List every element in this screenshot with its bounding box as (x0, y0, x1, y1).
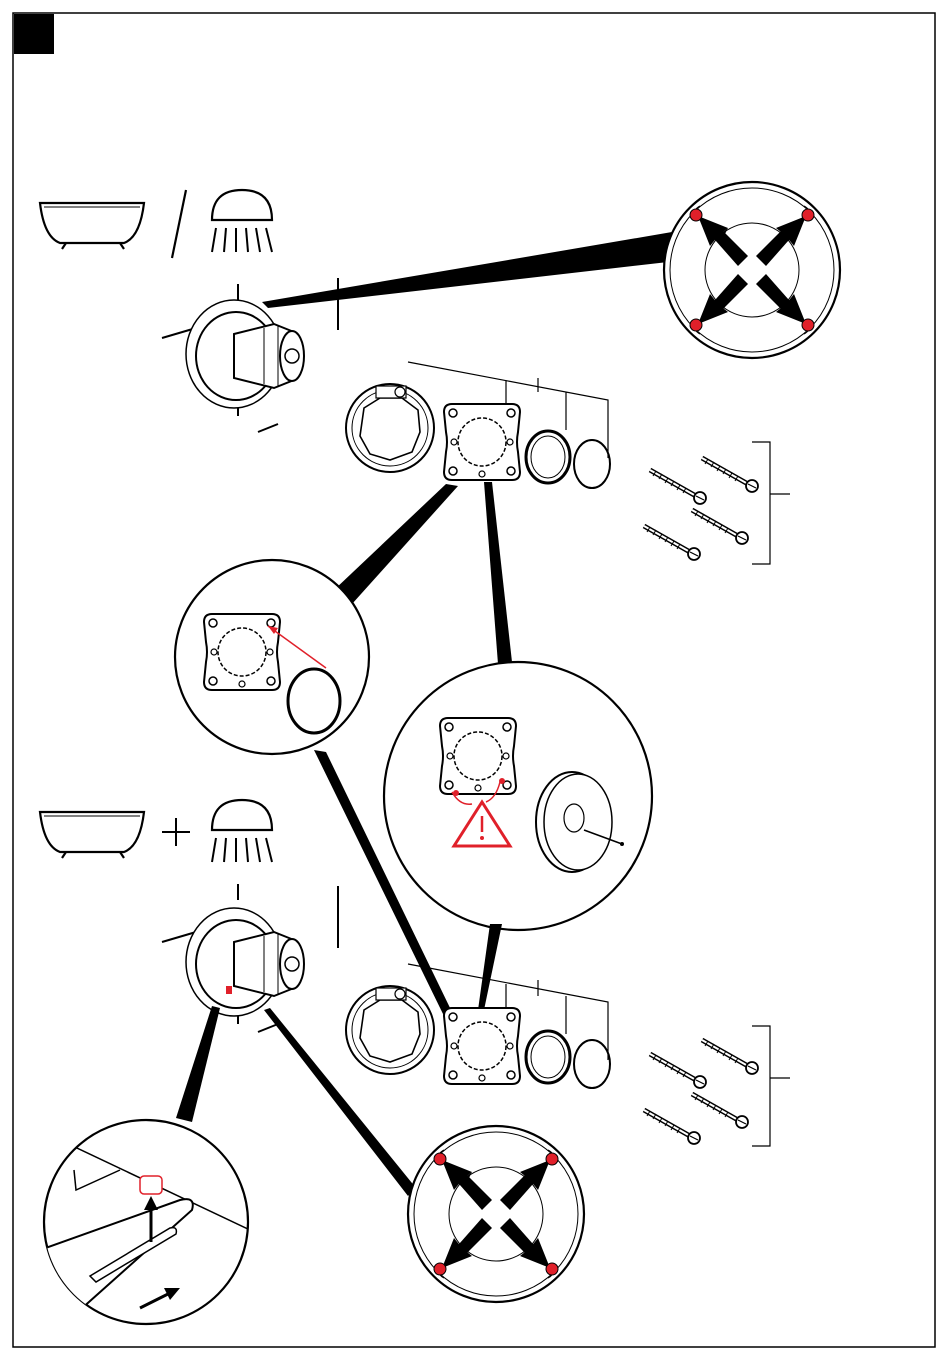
screw-set-bottom (644, 1026, 790, 1146)
diverter-clip-detail (40, 1120, 250, 1324)
gasket-and-o-ring-detail (175, 560, 369, 754)
page-corner-tab (14, 14, 54, 54)
valve-body-bottom (186, 908, 304, 1016)
leader-wedge (262, 232, 672, 308)
cross-arrows-detail (664, 182, 840, 358)
valve-body (186, 300, 304, 408)
shower-head-icon-bottom (212, 800, 272, 862)
screw-set-top (644, 442, 790, 564)
bathtub-icon (40, 203, 144, 249)
plus-separator (162, 818, 190, 846)
parts-group-bottom (346, 964, 610, 1088)
warning-detail-with-cover-plate (384, 662, 652, 930)
shower-head-icon (212, 190, 272, 252)
slash-separator (172, 190, 186, 258)
cross-arrows-detail-bottom (408, 1126, 584, 1302)
parts-group-top (346, 362, 610, 488)
bathtub-icon-bottom (40, 812, 144, 858)
